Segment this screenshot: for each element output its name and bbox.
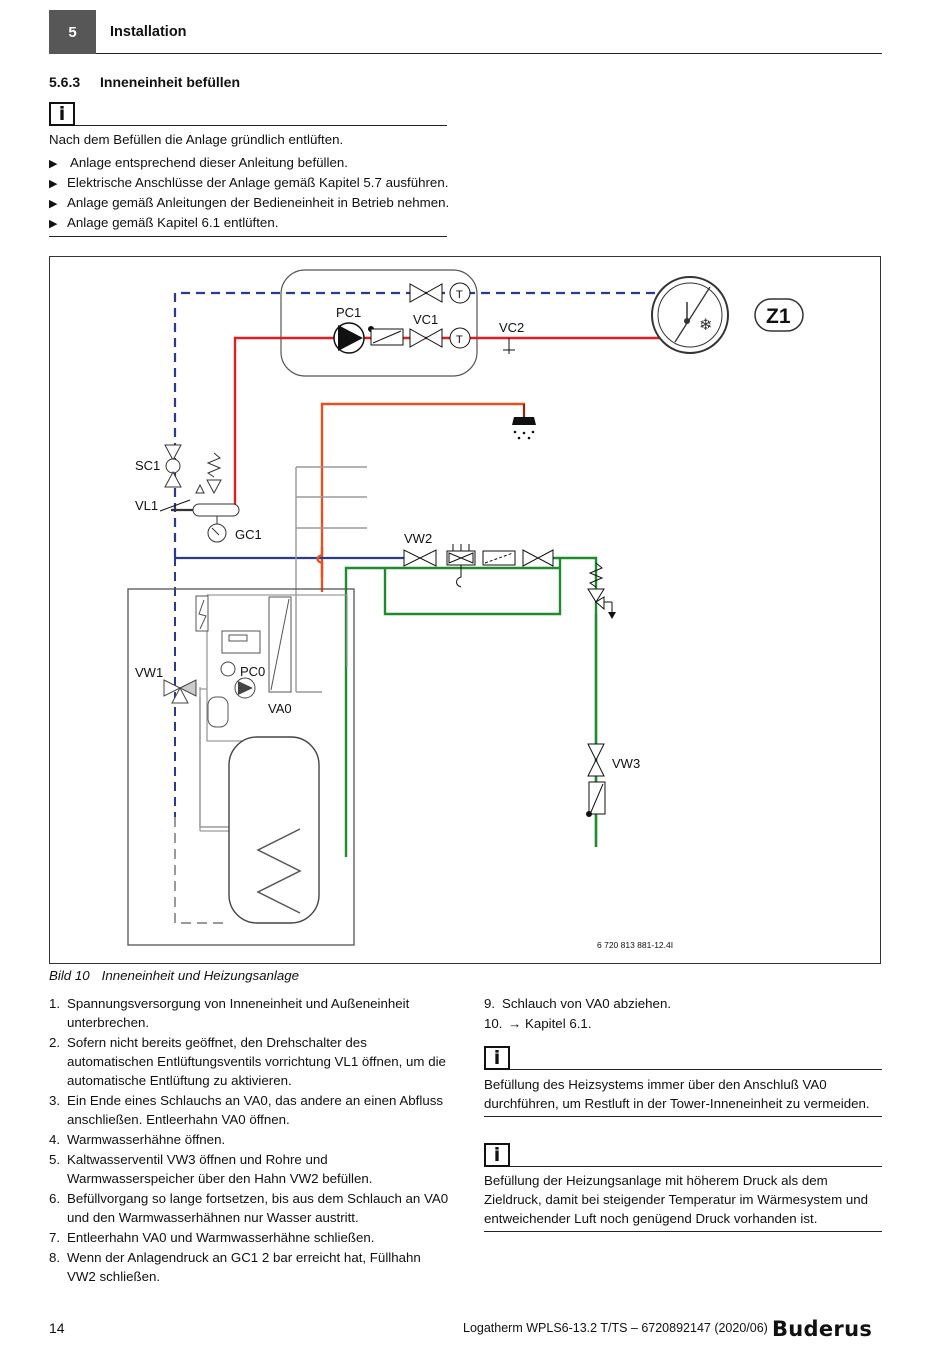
chapter-title: Installation: [110, 24, 187, 40]
list-item: 4.Warmwasserhähne öffnen.: [49, 1132, 226, 1147]
shower-icon: [512, 417, 536, 425]
document-reference: Logatherm WPLS6-13.2 T/TS – 6720892147 (…: [463, 1321, 768, 1335]
valve-vc1-icon: [409, 328, 428, 348]
list-item: 7.Entleerhahn VA0 und Warmwasserhähne sc…: [49, 1230, 375, 1245]
info-rule-bottom: [49, 236, 447, 237]
air-separator-vl1: [192, 503, 240, 517]
bullet-arrow-icon: ▶: [49, 178, 58, 190]
info-note: Befüllung des Heizsystems immer über den…: [484, 1077, 870, 1111]
list-item: 6.Befüllvorgang so lange fortsetzen, bis…: [49, 1191, 449, 1225]
intro-bullet: ▶Anlage gemäß Anleitungen der Bedieneinh…: [49, 193, 449, 214]
steps-list-left: 1.Spannungsversorgung von Inneneinheit u…: [49, 994, 449, 1287]
info-icon: i: [484, 1143, 510, 1167]
label-vc2: VC2: [499, 320, 524, 335]
list-item: 9.Schlauch von VA0 abziehen.: [484, 996, 672, 1011]
valve-vw2-icon: [403, 549, 422, 567]
info-rule-top: [510, 1166, 882, 1167]
label-t-top: T: [456, 289, 463, 301]
label-pc0: PC0: [240, 664, 265, 679]
caption-text: Inneneinheit und Heizungsanlage: [101, 968, 300, 983]
label-z1: Z1: [766, 305, 791, 328]
header-rule: [96, 53, 882, 54]
section-title: 5.6.3 Inneneinheit befüllen: [49, 74, 240, 90]
temp-sensor-icon: [449, 282, 471, 304]
hydraulic-diagram: ❄ PC1 VC1 V: [127, 269, 804, 950]
intro-bullet: ▶Anlage gemäß Kapitel 6.1 entlüften.: [49, 213, 278, 234]
label-vw3: VW3: [612, 756, 640, 771]
intro-bullet: ▶ Anlage entsprechend dieser Anleitung b…: [49, 153, 348, 174]
pressure-gauge-icon: [220, 661, 236, 677]
label-vw2: VW2: [404, 531, 432, 546]
red-flow-pipe: [233, 336, 667, 507]
info-rule-bottom: [484, 1231, 882, 1232]
list-item: 2. Sofern nicht bereits geöffnet, den Dr…: [49, 1035, 446, 1088]
schematic-figure: ❄ PC1 VC1 V: [49, 256, 881, 964]
grey-dashed-return: [174, 817, 226, 924]
intro-bullet: ▶Elektrische Anschlüsse der Anlage gemäß…: [49, 173, 448, 194]
storage-tank: [228, 736, 320, 924]
info-note: Befüllung der Heizungsanlage mit höherem…: [484, 1173, 869, 1226]
brand-logo: Buderus: [772, 1317, 873, 1341]
label-gc1: GC1: [235, 527, 262, 542]
section-number: 5.6.3: [49, 74, 81, 90]
label-sc1: SC1: [135, 458, 160, 473]
valve-top-icon: [409, 283, 428, 303]
controller-display: [221, 630, 261, 654]
figure-caption: Bild 10 Inneneinheit und Heizungsanlage: [49, 968, 299, 983]
bullet-arrow-icon: ▶: [49, 218, 58, 230]
label-vc1: VC1: [413, 312, 438, 327]
filter-icon: [482, 550, 516, 566]
indoor-unit-cabinet: [127, 588, 355, 946]
steps-list-right: 9.Schlauch von VA0 abziehen. 10.→ Kapite…: [484, 994, 880, 1034]
list-item: 10.→ Kapitel 6.1.: [484, 1016, 592, 1031]
bullet-arrow-icon: ▶: [49, 198, 58, 210]
label-vw1: VW1: [135, 665, 163, 680]
label-pc1: PC1: [336, 305, 361, 320]
room-thermostat-icon: [651, 276, 729, 354]
heater-element: [195, 595, 209, 632]
info-rule-top: [510, 1069, 882, 1070]
snowflake-icon: ❄: [699, 317, 712, 334]
valve-vw1-icon: [163, 679, 182, 697]
valve-sc1-icon: [164, 444, 182, 462]
intro-note: Nach dem Befüllen die Anlage gründlich e…: [49, 132, 344, 147]
tank-coil: [256, 828, 302, 914]
list-item: 5.Kaltwasserventil VW3 öffnen und Rohre …: [49, 1152, 373, 1186]
list-item: 3.Ein Ende eines Schlauchs an VA0, das a…: [49, 1093, 444, 1127]
list-item: 1.Spannungsversorgung von Inneneinheit u…: [49, 996, 410, 1030]
caption-number: Bild 10: [49, 968, 90, 983]
grey-internal-pipes: [199, 466, 367, 828]
safety-valve-icon: [206, 452, 222, 478]
info-rule-top: [75, 125, 447, 126]
temp-sensor-icon: [449, 327, 471, 349]
outdoor-unit-outline: [280, 269, 478, 377]
info-rule-bottom: [484, 1116, 882, 1117]
label-vl1: VL1: [135, 498, 158, 513]
green-cold-water-pipe: [344, 556, 598, 857]
expansion-vessel: [207, 696, 229, 728]
section-title-text: Inneneinheit befüllen: [100, 74, 241, 90]
list-item: 8.Wenn der Anlagendruck an GC1 2 bar err…: [49, 1250, 421, 1284]
page-number: 14: [49, 1320, 65, 1336]
valve-vw3-icon: [587, 743, 605, 762]
info-icon: i: [49, 102, 75, 126]
figure-reference: 6 720 813 881-12.4I: [597, 940, 673, 950]
bullet-arrow-icon: ▶: [49, 158, 58, 170]
valve-icon: [522, 549, 540, 567]
info-icon: i: [484, 1046, 510, 1070]
label-va0: VA0: [268, 701, 292, 716]
safety-valve-icon: [588, 562, 604, 588]
zone-z1-badge: [754, 298, 804, 332]
chapter-number: 5: [49, 10, 96, 54]
label-t-bottom: T: [456, 334, 463, 346]
blue-dashed-pipe: [173, 291, 667, 557]
